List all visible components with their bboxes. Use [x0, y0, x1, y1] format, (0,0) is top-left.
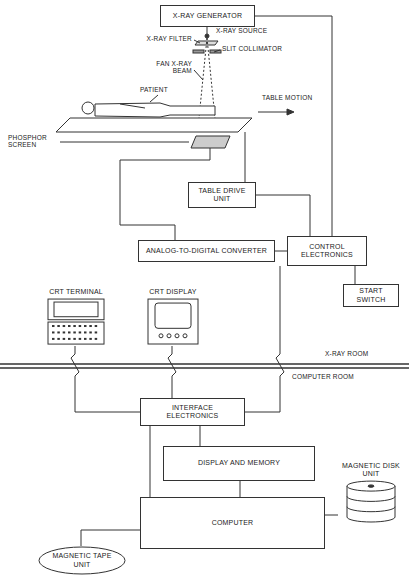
room-label: COMPUTER ROOM: [292, 373, 392, 380]
node-text: START SWITCH: [348, 287, 394, 303]
node-text: X-RAY GENERATOR: [173, 12, 242, 20]
part-label: SLIT COLLIMATOR: [222, 45, 302, 52]
node-text: CRT DISPLAY: [138, 288, 208, 296]
part-label: FAN X-RAY BEAM: [140, 60, 192, 75]
leader-line: [150, 95, 158, 102]
leader-line: [194, 70, 203, 80]
connector-line: [150, 426, 151, 497]
collimator-jaw: [210, 50, 221, 53]
connector-line: [325, 515, 338, 516]
crt-display-shape: [138, 288, 208, 346]
part-label: X-RAY SOURCE: [216, 27, 278, 34]
node-text: TABLE DRIVE UNIT: [193, 187, 251, 203]
connector-line: [71, 346, 140, 412]
leader-line: [214, 50, 220, 52]
process-box: INTERFACE ELECTRONICS: [140, 398, 245, 426]
crt-terminal: CRT TERMINAL: [36, 288, 116, 346]
disk-unit: MAGNETIC DISK UNIT: [338, 462, 404, 524]
process-box: ANALOG-TO-DIGITAL CONVERTER: [138, 240, 275, 262]
part-label: X-RAY FILTER: [128, 35, 192, 42]
phosphor-screen: [191, 136, 230, 148]
room-label: X-RAY ROOM: [325, 350, 397, 357]
part-label: PHOSPHOR SCREEN: [8, 134, 58, 149]
table-drive-shaft: [245, 132, 246, 182]
connector-line: [200, 426, 201, 446]
tape-unit: MAGNETIC TAPE UNIT: [38, 546, 126, 575]
source-mount: [207, 27, 208, 34]
node-text: ANALOG-TO-DIGITAL CONVERTER: [146, 247, 267, 255]
room-divider: [0, 367, 409, 369]
patient-head: [82, 102, 94, 114]
part-label: PATIENT: [140, 86, 180, 93]
connector-line: [256, 195, 310, 236]
collimator-jaw: [193, 50, 204, 53]
room-divider: [0, 363, 409, 365]
crt-terminal-shape: [36, 288, 116, 346]
node-text: MAGNETIC TAPE UNIT: [50, 552, 114, 568]
process-box: CONTROL ELECTRONICS: [287, 236, 367, 266]
node-text: INTERFACE ELECTRONICS: [145, 404, 240, 420]
leader-line: [60, 142, 189, 143]
table-motion-arrowhead: [287, 109, 294, 115]
node-text: CONTROL ELECTRONICS: [292, 243, 362, 259]
connector-line: [168, 346, 176, 398]
table-motion-arrow: [258, 112, 290, 113]
node-text: CRT TERMINAL: [36, 288, 116, 296]
connector-line: [81, 530, 140, 546]
node-text: DISPLAY AND MEMORY: [198, 459, 280, 467]
part-label: TABLE MOTION: [262, 94, 326, 101]
connector-line: [245, 266, 284, 412]
leader-line: [194, 40, 200, 43]
process-box: DISPLAY AND MEMORY: [163, 446, 315, 481]
node-text: MAGNETIC DISK UNIT: [338, 462, 404, 478]
patient-body: [95, 103, 215, 117]
patient-arm: [120, 104, 145, 108]
x-ray-source: [205, 34, 209, 38]
computer-box: COMPUTER: [140, 497, 325, 549]
connector-line: [275, 251, 287, 252]
patient-table: [56, 118, 252, 132]
connector-line: [355, 266, 356, 284]
node-text: COMPUTER: [212, 519, 254, 527]
crt-display: CRT DISPLAY: [138, 288, 208, 346]
process-box: TABLE DRIVE UNIT: [188, 182, 256, 208]
generator-box: X-RAY GENERATOR: [160, 5, 255, 27]
connector-line: [240, 481, 241, 497]
switch-box: START SWITCH: [343, 284, 399, 307]
